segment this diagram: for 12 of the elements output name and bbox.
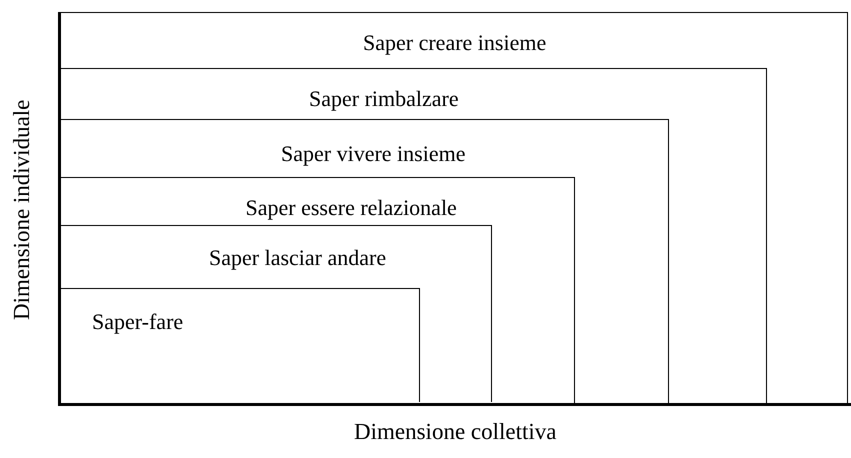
nested-box	[58, 225, 492, 402]
axis-title: Dimensione individuale	[10, 100, 33, 320]
box-label: Saper creare insieme	[363, 32, 546, 54]
box-label: Saper vivere insieme	[281, 142, 466, 164]
nested-box	[59, 119, 669, 403]
nested-box	[58, 176, 574, 402]
box-label: Saper lasciar andare	[209, 246, 386, 268]
box-label: Saper rimbalzare	[309, 88, 459, 110]
box-label: Saper-fare	[92, 311, 184, 333]
box-label: Saper essere relazionale	[246, 197, 457, 219]
axis-title: Dimensione collettiva	[354, 420, 556, 443]
nested-box	[60, 68, 766, 404]
